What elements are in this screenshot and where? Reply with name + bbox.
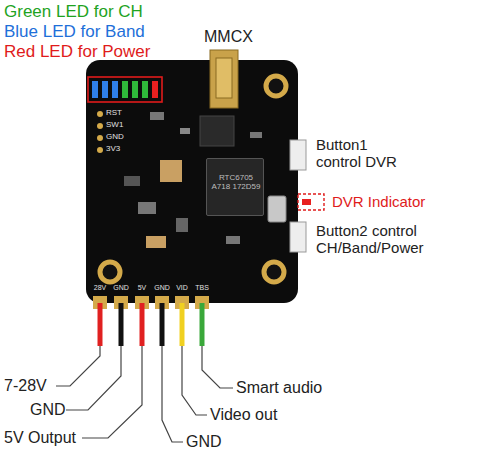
red-led [152, 81, 158, 98]
green-led [132, 81, 138, 98]
solder-pad [93, 296, 107, 309]
solder-pad [155, 296, 169, 309]
mounting-hole [264, 262, 284, 282]
capacitor [146, 236, 166, 248]
smd-part [250, 132, 262, 138]
button1 [290, 140, 306, 170]
rtc6705-chip: RTC6705 A718 172D59 [206, 158, 264, 216]
button-note: Button2 control CH/Band/Power [316, 222, 496, 257]
crystal [268, 196, 286, 222]
led-note: Green LED for CH [4, 2, 224, 22]
small-chip [200, 116, 234, 146]
pad-label: GND [110, 284, 132, 292]
smd-part [176, 218, 188, 232]
leader-line [202, 346, 233, 388]
capacitor [160, 160, 182, 182]
wire-label: 7-28V [4, 377, 74, 395]
blue-led [92, 81, 98, 98]
smd-part [124, 176, 140, 186]
pin-dot [97, 135, 103, 141]
button-note: Button1 control DVR [316, 136, 416, 171]
leader-line [82, 346, 142, 438]
wire-red [98, 303, 103, 346]
led-note: Red LED for Power [4, 42, 224, 62]
green-led [142, 81, 148, 98]
vtx-board: RSTSW1GND3V328VGND5VGNDVIDTBSRTC6705 A71… [86, 60, 298, 303]
wire-green [200, 303, 205, 346]
chip-marking: RTC6705 A718 172D59 [211, 173, 261, 191]
wire-black [160, 303, 165, 346]
smd-part [180, 128, 190, 134]
mounting-hole [100, 262, 120, 282]
indicator-note: DVR Indicator [332, 193, 492, 210]
dvr-led [302, 199, 311, 205]
button2 [290, 222, 306, 252]
dvr-highlight [298, 194, 324, 210]
blue-led [112, 81, 118, 98]
pad-label: TBS [191, 284, 213, 292]
wire-red [140, 303, 145, 346]
wire-label: GND [186, 433, 246, 451]
mmcx-connector [210, 50, 238, 108]
leader-line [162, 346, 183, 442]
led-note: Blue LED for Band [4, 22, 224, 42]
smd-part [138, 202, 156, 214]
leader-line [56, 346, 100, 386]
pad-label: GND [151, 284, 173, 292]
wire-label: Smart audio [236, 379, 366, 397]
solder-pad [114, 296, 128, 309]
wire-label: 5V Output [4, 429, 114, 447]
green-led [122, 81, 128, 98]
solder-pad [195, 296, 209, 309]
wire-yellow [180, 303, 185, 346]
leader-line [182, 346, 207, 415]
pin-dot [97, 111, 103, 117]
mounting-hole [266, 76, 286, 96]
wire-black [119, 303, 124, 346]
pad-label: VID [171, 284, 193, 292]
led-highlight [88, 77, 162, 102]
solder-pad [135, 296, 149, 309]
blue-led [102, 81, 108, 98]
pin-label: 3V3 [106, 144, 136, 153]
pin-label: RST [106, 108, 136, 117]
wire-label: Video out [210, 406, 320, 424]
pad-label: 5V [131, 284, 153, 292]
solder-pad [175, 296, 189, 309]
connector-name: MMCX [204, 28, 274, 46]
mmcx-body [216, 58, 232, 98]
smd-part [226, 236, 240, 244]
pin-dot [97, 123, 103, 129]
pin-label: SW1 [106, 120, 136, 129]
smd-part [150, 112, 164, 120]
pin-label: GND [106, 132, 136, 141]
pad-label: 28V [89, 284, 111, 292]
wire-label: GND [30, 401, 90, 419]
pin-dot [97, 147, 103, 153]
leader-line [66, 346, 121, 410]
